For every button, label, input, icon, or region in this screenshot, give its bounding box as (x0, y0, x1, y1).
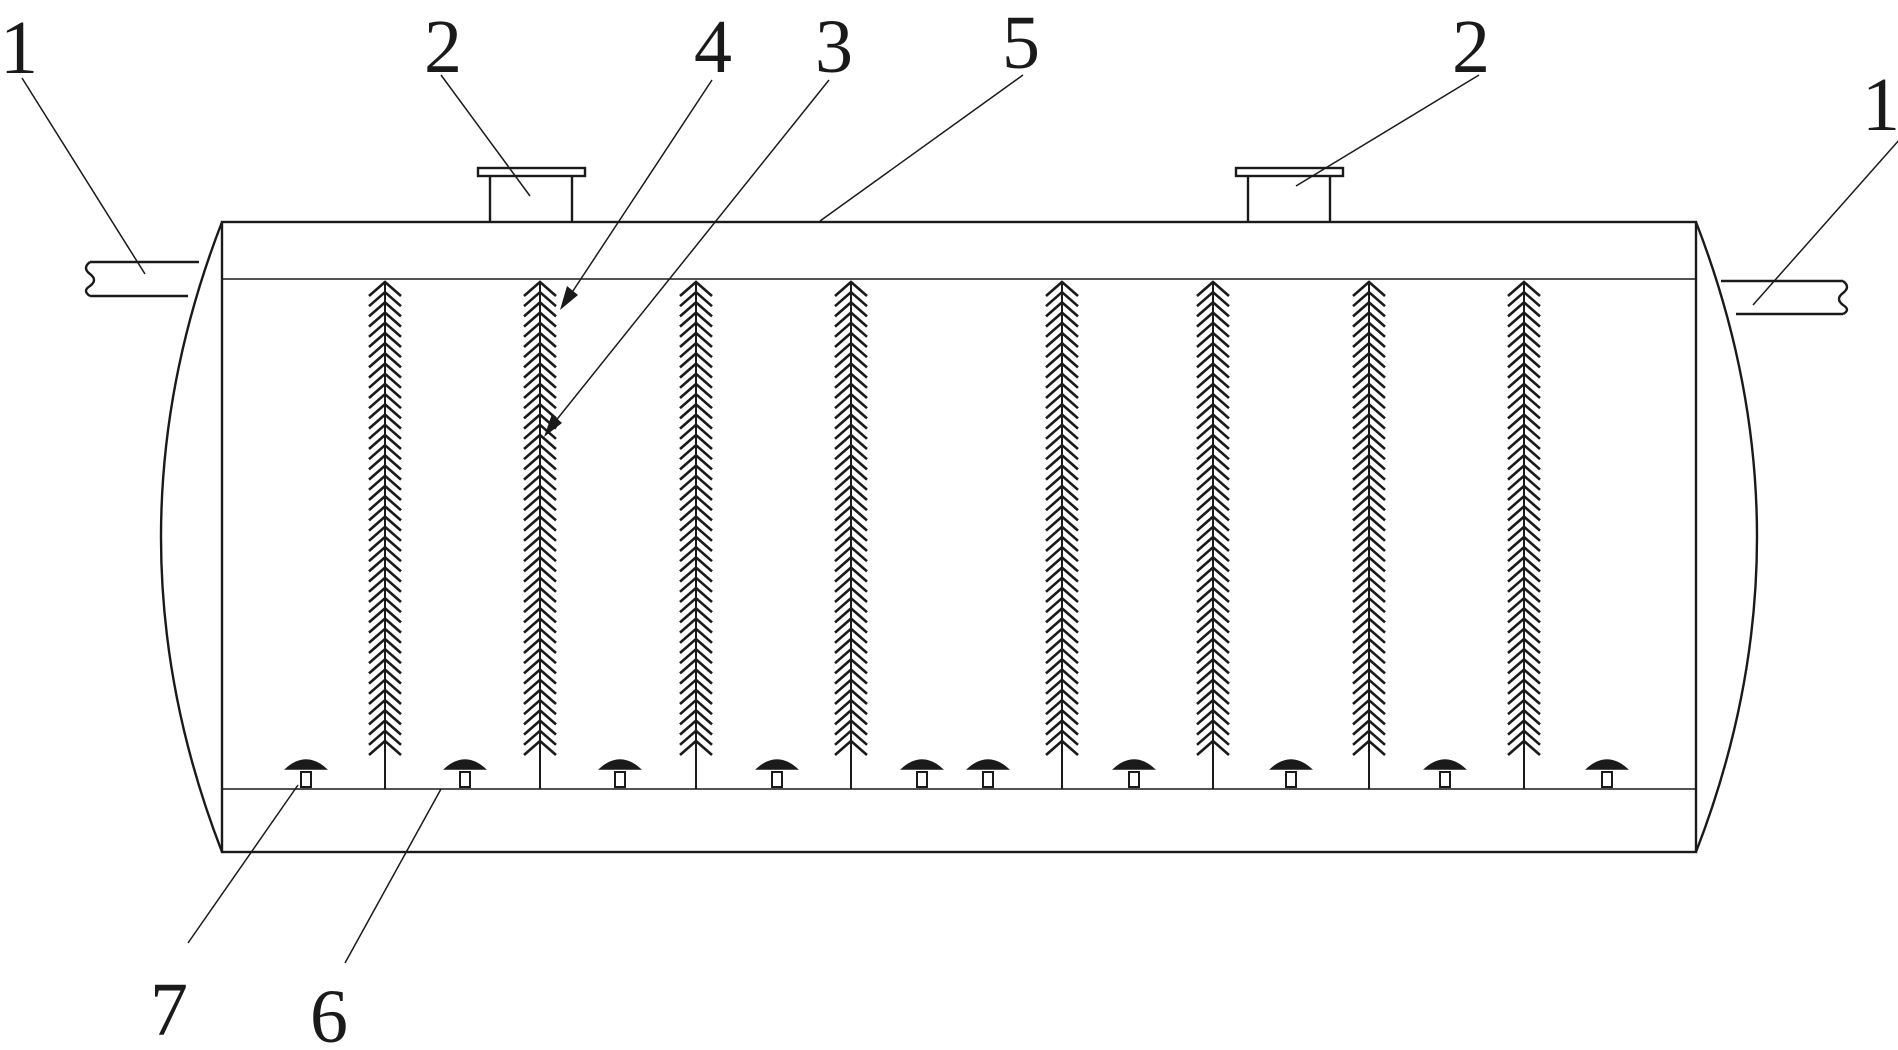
label-air-pipe: 6 (310, 975, 348, 1050)
filler-group (368, 280, 1541, 789)
aerator (1423, 759, 1467, 788)
filler-column (523, 280, 557, 789)
aerator (598, 759, 642, 788)
label-filler: 3 (815, 5, 853, 89)
label-manhole-right: 2 (1452, 5, 1490, 89)
filler-column (1196, 280, 1230, 789)
filler-column (834, 280, 868, 789)
aerator (966, 759, 1010, 788)
aerator-group (284, 759, 1629, 788)
aerator (755, 759, 799, 788)
aerator (443, 759, 487, 788)
aerator (1269, 759, 1313, 788)
filler-column (1045, 280, 1079, 789)
leader-3 (549, 79, 830, 429)
aerator (1585, 759, 1629, 788)
aerator (900, 759, 944, 788)
tank-body (159, 220, 1759, 854)
label-hanger: 4 (694, 5, 732, 89)
inlet-pipe-right (1721, 279, 1849, 316)
label-inlet-right: 1 (1862, 63, 1898, 147)
inlet-pipe-left (84, 260, 199, 298)
filler-column (1352, 280, 1386, 789)
filler-column (368, 280, 402, 789)
aerator (1112, 759, 1156, 788)
label-aerator: 7 (150, 968, 188, 1050)
aerator (284, 759, 328, 788)
manhole-left (476, 166, 587, 222)
filler-column (679, 280, 713, 789)
label-manhole-left: 2 (424, 5, 462, 89)
manhole-right (1234, 166, 1345, 222)
label-inlet-left: 1 (0, 6, 38, 90)
leader-4 (566, 79, 713, 301)
leader-lines (21, 74, 1898, 964)
label-tank-body: 5 (1002, 1, 1040, 85)
filler-column (1507, 280, 1541, 789)
